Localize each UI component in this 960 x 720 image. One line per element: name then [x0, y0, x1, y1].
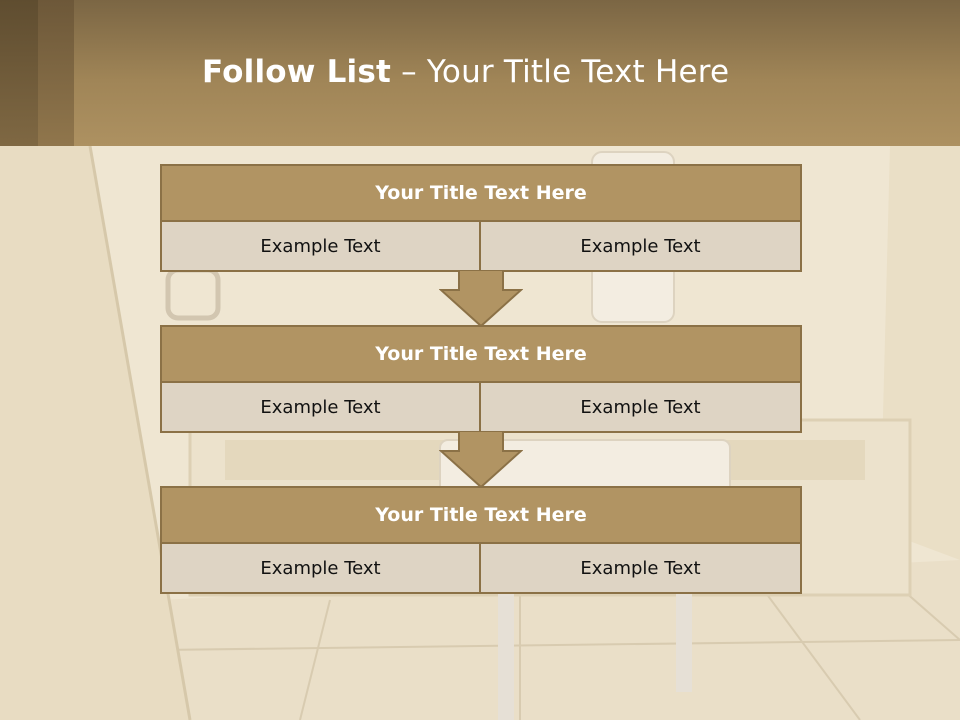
list-block-cell-right: Example Text — [481, 222, 802, 272]
list-block-cell-right: Example Text — [481, 544, 802, 594]
list-block-cell-left: Example Text — [160, 222, 481, 272]
list-block-row: Example Text Example Text — [160, 544, 802, 594]
list-block-cell-left: Example Text — [160, 383, 481, 433]
header-band — [0, 0, 960, 146]
list-block-2: Your Title Text Here Example Text Exampl… — [160, 325, 802, 433]
list-block-row: Example Text Example Text — [160, 222, 802, 272]
list-block-title: Your Title Text Here — [160, 164, 802, 222]
header-accent-dark — [0, 0, 38, 146]
list-block-title: Your Title Text Here — [160, 486, 802, 544]
list-block-3: Your Title Text Here Example Text Exampl… — [160, 486, 802, 594]
slide-title-bold: Follow List — [202, 54, 392, 90]
slide-title-rest: – Your Title Text Here — [401, 54, 730, 90]
list-block-1: Your Title Text Here Example Text Exampl… — [160, 164, 802, 272]
list-block-cell-left: Example Text — [160, 544, 481, 594]
down-arrow-icon — [439, 431, 523, 489]
down-arrow-icon — [439, 270, 523, 328]
header-accent-mid — [38, 0, 74, 146]
list-block-title: Your Title Text Here — [160, 325, 802, 383]
list-block-cell-right: Example Text — [481, 383, 802, 433]
list-block-row: Example Text Example Text — [160, 383, 802, 433]
slide-title: Follow List – Your Title Text Here — [202, 54, 729, 90]
